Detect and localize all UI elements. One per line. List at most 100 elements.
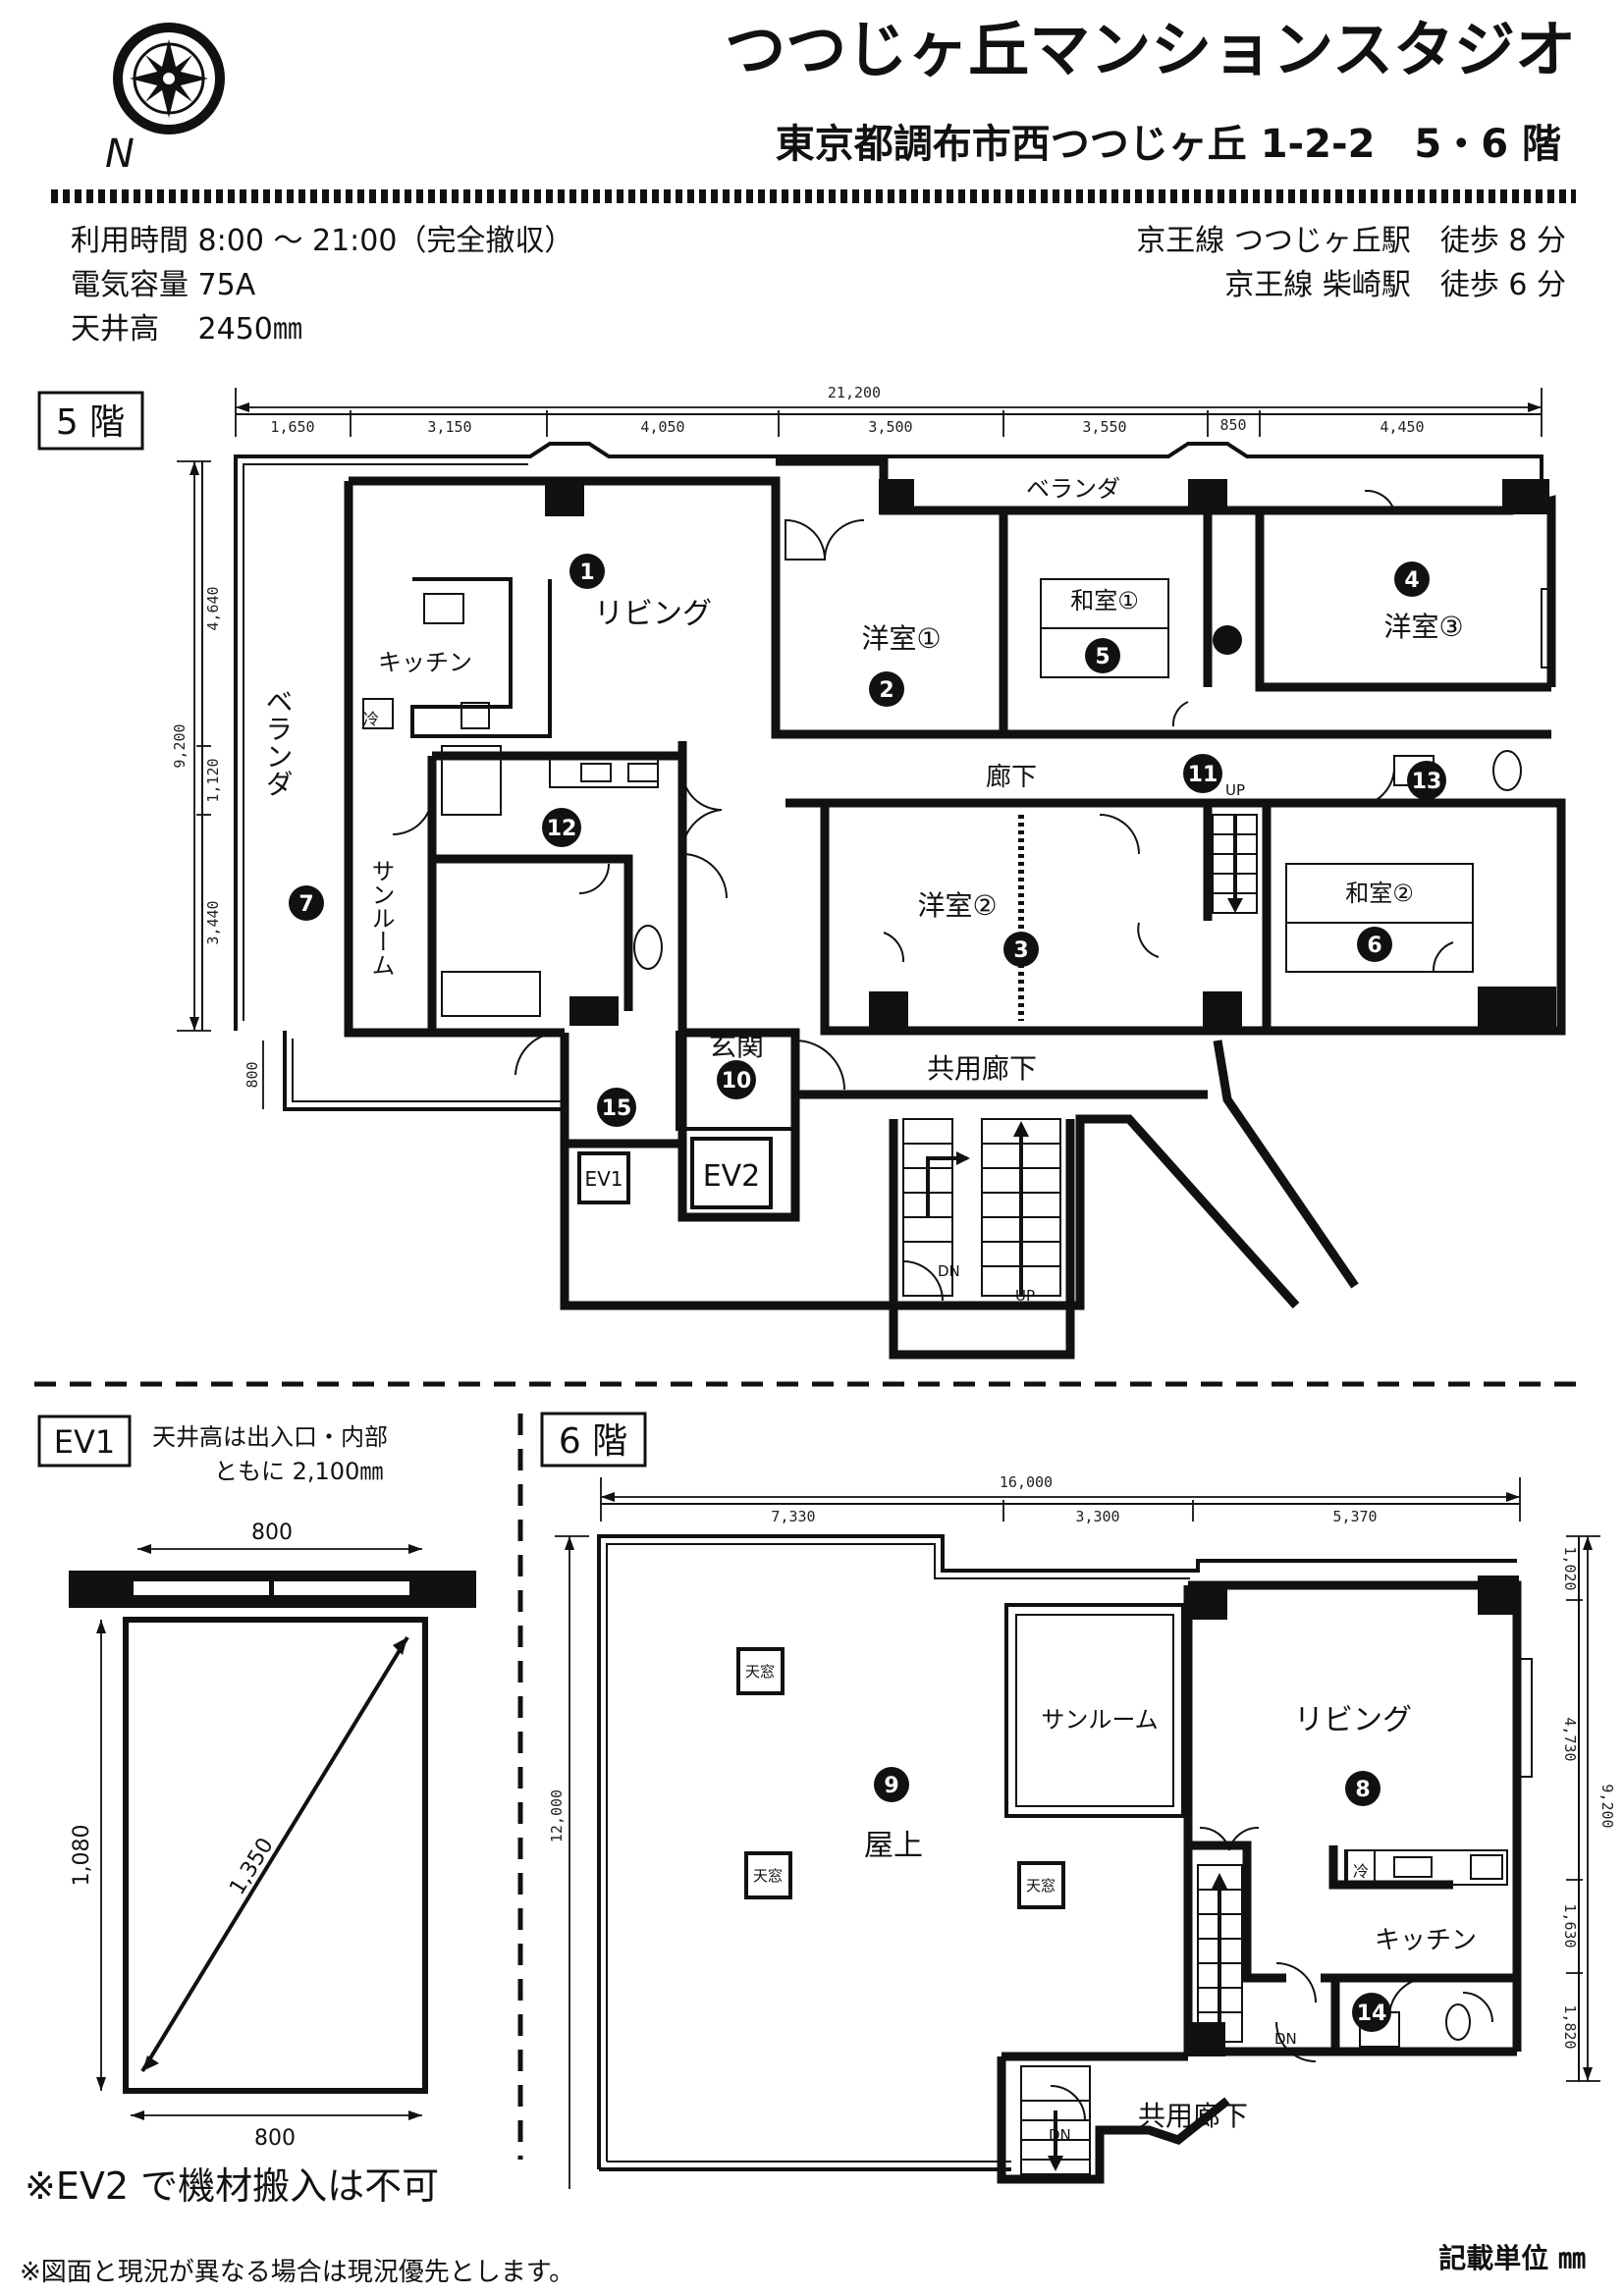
room-number-8: 8 xyxy=(1345,1771,1380,1806)
room-washitsu1: 和室① xyxy=(1070,587,1139,614)
room-living-5f: リビング xyxy=(594,597,712,631)
dim-5f-top-5: 3,550 xyxy=(1082,418,1126,436)
dim-5f-top-1: 1,650 xyxy=(270,418,314,436)
ev1-dim-top: 800 xyxy=(251,1521,293,1545)
skylight-2-label: 天窓 xyxy=(753,1867,783,1885)
floor6-label: 6 階 xyxy=(559,1421,627,1462)
floor6-pillars xyxy=(1188,1575,1519,2056)
room-sunroom-6f: サンルーム xyxy=(1041,1706,1158,1734)
dim-6f-right-1: 1,020 xyxy=(1561,1546,1579,1590)
stairs-up-label-5f: UP xyxy=(1015,1287,1035,1305)
dim-5f-top-4: 3,500 xyxy=(868,418,912,436)
stairs-dn-label-6f-inner: DN xyxy=(1274,2030,1297,2048)
dim-5f-top-7: 4,450 xyxy=(1380,418,1424,436)
ev1-note-line1: 天井高は出入口・内部 xyxy=(152,1423,388,1451)
dim-5f-top-2: 3,150 xyxy=(427,418,471,436)
room-number-10: 10 xyxy=(717,1060,756,1099)
stairs-dn-label-5f: DN xyxy=(938,1262,960,1280)
floor6-plan: 6 階 16,000 7,330 3,300 5,370 xyxy=(540,588,1616,2189)
svg-text:7: 7 xyxy=(298,892,313,917)
dim-6f-right-total: 9,200 xyxy=(1598,1784,1616,1828)
room-number-2: 2 xyxy=(869,671,904,707)
floor6-dimension-right: 1,020 4,730 1,630 1,820 9,200 xyxy=(1561,1535,1616,2082)
dim-5f-left-1: 4,640 xyxy=(204,586,222,630)
room-corridor-5f: 廊下 xyxy=(986,763,1037,792)
svg-text:2: 2 xyxy=(879,678,893,703)
door-swings-6f xyxy=(1050,1826,1493,2121)
skylight-3-label: 天窓 xyxy=(1026,1877,1056,1895)
floor6-outline xyxy=(597,1534,1522,2184)
floor5-dimension-top: 21,200 1,650 3,150 4,050 3,500 3,550 850… xyxy=(235,384,1543,437)
ev1-panel-label: EV1 xyxy=(54,1423,115,1461)
footer-note: ※図面と現況が異なる場合は現況優先とします。 xyxy=(20,2258,574,2287)
floor6-dimension-top: 16,000 7,330 3,300 5,370 xyxy=(600,1473,1521,1525)
room-number-9: 9 xyxy=(874,1767,909,1802)
floor6-dimension-left: 12,000 xyxy=(548,1535,589,2189)
dim-5f-left-2: 1,120 xyxy=(204,758,222,802)
skylight-1 xyxy=(736,1647,785,1695)
dim-6f-right-4: 1,820 xyxy=(1561,2004,1579,2049)
room-number-6: 6 xyxy=(1357,927,1392,962)
dim-6f-top-1: 7,330 xyxy=(771,1508,815,1525)
info-ceiling: 天井高 2450㎜ xyxy=(71,312,302,347)
stairs-6f-common xyxy=(1020,2065,1091,2175)
ev1-label-5f: EV1 xyxy=(584,1167,623,1191)
ev1-dim-diagonal: 1,350 xyxy=(225,1834,279,1899)
dim-6f-right-3: 1,630 xyxy=(1561,1903,1579,1948)
svg-text:4: 4 xyxy=(1404,568,1419,593)
dim-5f-left-total: 9,200 xyxy=(171,723,189,768)
compass-icon xyxy=(113,23,225,134)
room-washitsu2: 和室② xyxy=(1345,880,1414,907)
compass-north-label: N xyxy=(105,132,135,177)
room-number-7: 7 xyxy=(289,885,324,921)
skylight-3 xyxy=(1017,1861,1065,1909)
stairs-5f-common xyxy=(902,1118,1061,1297)
room-kitchen-6f: キッチン xyxy=(1375,1926,1477,1955)
room-entrance-5f: 玄関 xyxy=(709,1030,764,1062)
ev1-panel: EV1 天井高は出入口・内部 ともに 2,100㎜ 800 1,350 1,08… xyxy=(25,1415,476,2208)
floor5-walls xyxy=(344,456,1566,1360)
room-yoshitsu3: 洋室③ xyxy=(1383,611,1463,643)
floor5-label-box xyxy=(37,391,144,451)
dim-5f-total: 21,200 xyxy=(828,384,881,401)
room-rooftop-6f: 屋上 xyxy=(864,1829,923,1863)
room-living-6f: リビング xyxy=(1294,1703,1412,1737)
svg-text:15: 15 xyxy=(602,1096,632,1121)
dim-6f-right-2: 4,730 xyxy=(1561,1717,1579,1761)
room-number-12: 12 xyxy=(542,808,581,847)
dim-6f-left: 12,000 xyxy=(548,1789,566,1842)
ev1-dim-bottom: 800 xyxy=(254,2126,296,2151)
svg-text:13: 13 xyxy=(1412,770,1442,794)
dim-6f-top-3: 5,370 xyxy=(1332,1508,1377,1525)
stairs-dn-label-6f-common: DN xyxy=(1049,2126,1071,2144)
ev2-label-5f: EV2 xyxy=(703,1159,761,1194)
room-sunroom-5f: サンルーム xyxy=(367,859,395,977)
svg-text:3: 3 xyxy=(1013,938,1028,963)
ev2-warning: ※EV2 で機材搬入は不可 xyxy=(25,2164,439,2208)
address: 東京都調布市西つつじヶ丘 1-2-2 5・6 階 xyxy=(776,122,1561,167)
ev1-box-5f xyxy=(577,1151,630,1204)
room-number-4: 4 xyxy=(1394,561,1430,597)
floor5-dimension-left: 4,640 1,120 3,440 9,200 800 xyxy=(171,460,264,1109)
ev1-note-line2: ともに 2,100㎜ xyxy=(214,1458,383,1485)
svg-text:9: 9 xyxy=(884,1774,898,1798)
stairs-6f-inner xyxy=(1197,1864,1243,2043)
room-yoshitsu1: 洋室① xyxy=(861,622,941,655)
svg-text:6: 6 xyxy=(1367,934,1381,958)
unit-note: 記載単位 ㎜ xyxy=(1438,2242,1586,2274)
dim-6f-total: 16,000 xyxy=(1000,1473,1053,1491)
room-veranda-top-5f: ベランダ xyxy=(1026,475,1120,503)
room-number-5: 5 xyxy=(1085,638,1120,673)
stairs-up-label-inner: UP xyxy=(1225,781,1245,799)
floor5-outline xyxy=(234,442,1543,1111)
sunroom-6f xyxy=(1004,1603,1185,1818)
svg-text:5: 5 xyxy=(1095,645,1110,669)
skylight-1-label: 天窓 xyxy=(745,1663,775,1681)
page-title: つつじヶ丘マンションスタジオ xyxy=(725,14,1576,85)
room-common-corridor-6f: 共用廊下 xyxy=(1138,2100,1248,2132)
room-number-11: 11 xyxy=(1183,754,1222,793)
info-access-1: 京王線 つつじヶ丘駅 徒歩 8 分 xyxy=(1136,224,1566,258)
floor5-label: 5 階 xyxy=(56,402,125,443)
window-6f-right xyxy=(1519,1658,1533,1778)
